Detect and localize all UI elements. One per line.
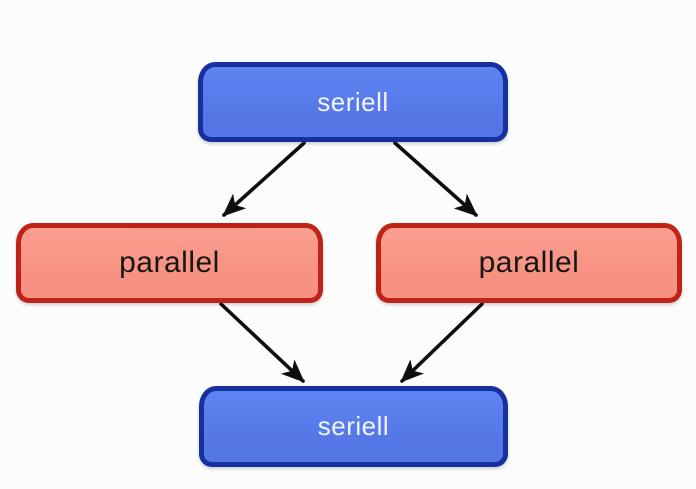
node-label: seriell: [317, 411, 390, 441]
node-seriell-bottom: seriell: [199, 386, 508, 467]
node-parallel-right: parallel: [376, 223, 682, 303]
node-seriell-top: seriell: [198, 62, 508, 142]
edge-parallel-right-to-seriell-bottom: [400, 302, 484, 383]
node-parallel-left: parallel: [16, 223, 323, 303]
node-label: seriell: [317, 86, 389, 117]
edge-seriell-top-to-parallel-right: [393, 141, 478, 217]
node-label: parallel: [119, 246, 220, 279]
edge-parallel-left-to-seriell-bottom: [219, 302, 305, 383]
node-label: parallel: [478, 246, 580, 279]
edge-seriell-top-to-parallel-left: [222, 141, 306, 217]
